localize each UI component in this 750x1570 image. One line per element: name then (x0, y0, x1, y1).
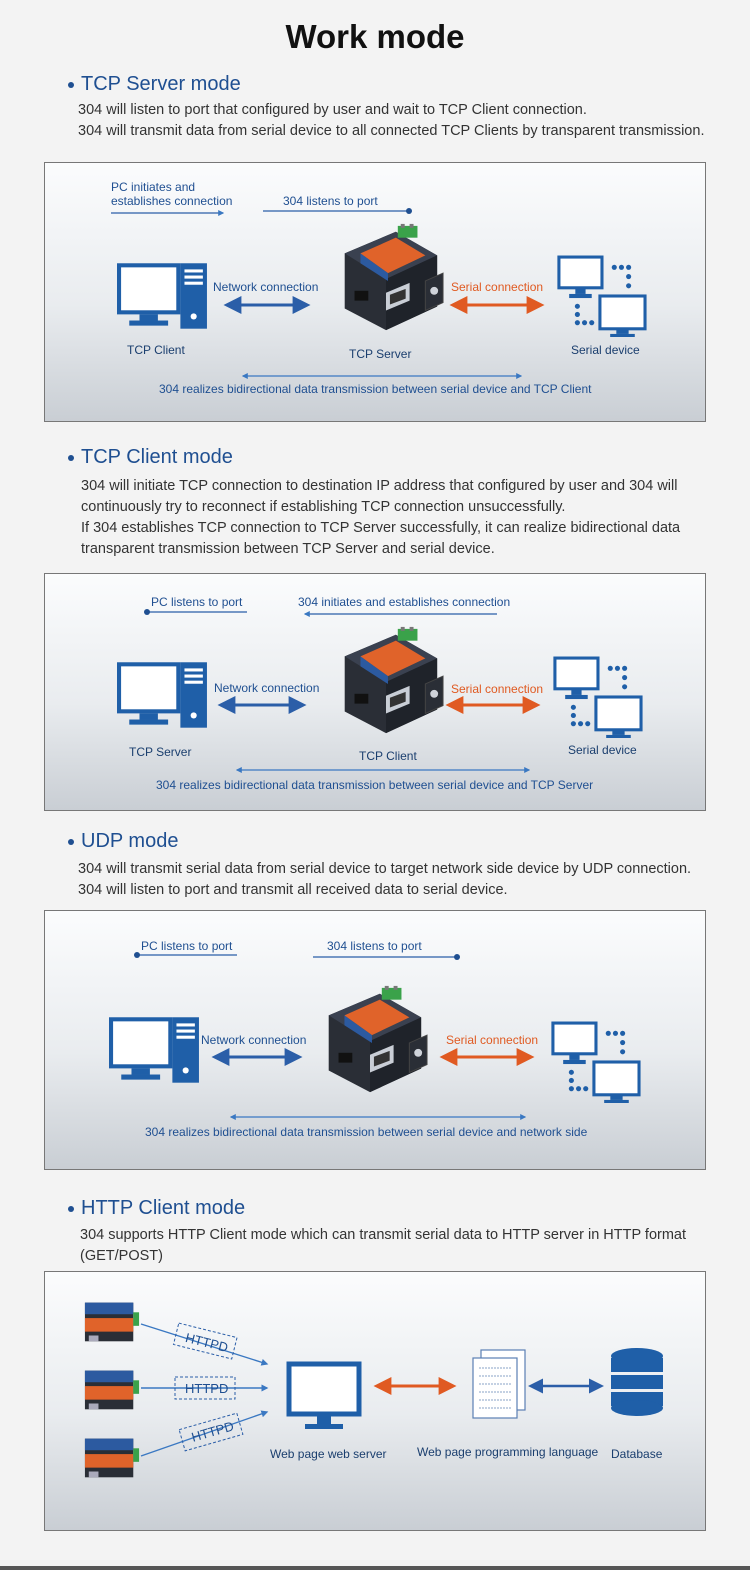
tcp-server-diagram: PC initiates and establishes connection … (44, 162, 706, 422)
tcp-server-heading: TCP Server mode (68, 73, 241, 96)
left-device-label: TCP Server (129, 745, 192, 759)
tcp-server-description: 304 will listen to port that configured … (78, 102, 705, 139)
bullet-icon (68, 838, 74, 845)
converter-device-icon (84, 1438, 140, 1478)
converter-device-icon (344, 626, 444, 734)
page-title: Work mode (285, 18, 465, 55)
converter-device-icon (328, 985, 428, 1093)
http-description: 304 supports HTTP Client mode which can … (80, 1227, 687, 1264)
document-icon (472, 1349, 526, 1419)
bullet-icon (68, 454, 74, 461)
bottom-divider (0, 1566, 750, 1570)
udp-description: 304 will transmit serial data from seria… (78, 861, 692, 898)
serial-device-icon (553, 656, 643, 738)
serial-connection-label: Serial connection (446, 1033, 539, 1047)
programming-label: Web page programming language (417, 1445, 599, 1459)
monitor-icon (286, 1361, 362, 1429)
database-icon (611, 1348, 663, 1416)
serial-connection-label: Serial connection (451, 280, 544, 294)
network-connection-label: Network connection (201, 1033, 307, 1047)
left-device-label: TCP Client (127, 343, 185, 357)
center-device-label: TCP Client (359, 749, 417, 763)
udp-diagram: PC listens to port 304 listens to port N… (44, 910, 706, 1170)
pc-initiates-label: PC initiates and (111, 180, 196, 194)
network-connection-label: Network connection (214, 681, 320, 695)
bullet-icon (68, 1205, 74, 1212)
bullet-icon (68, 81, 74, 88)
tcp-client-heading: TCP Client mode (68, 446, 233, 469)
converter-device-icon (84, 1302, 140, 1342)
initiates-label: 304 initiates and establishes connection (298, 595, 511, 609)
serial-device-icon (551, 1021, 641, 1103)
pc-listens-label: PC listens to port (141, 939, 233, 953)
converter-device-icon (84, 1370, 140, 1410)
httpd-label: HTTPD (185, 1381, 229, 1396)
right-device-label: Serial device (571, 343, 640, 357)
serial-connection-label: Serial connection (451, 682, 544, 696)
http-heading: HTTP Client mode (68, 1197, 245, 1220)
network-connection-label: Network connection (213, 280, 319, 294)
tcp-client-diagram: PC listens to port 304 initiates and est… (44, 573, 706, 811)
right-device-label: Serial device (568, 743, 637, 757)
pc-listens-label: PC listens to port (151, 595, 243, 609)
pc-initiates-label-2: establishes connection (111, 194, 233, 208)
web-server-label: Web page web server (270, 1447, 387, 1461)
udp-heading: UDP mode (68, 830, 178, 853)
pc-icon (111, 1017, 199, 1082)
listens-label: 304 listens to port (327, 939, 422, 953)
bottom-caption: 304 realizes bidirectional data transmis… (156, 778, 594, 792)
listens-label: 304 listens to port (283, 194, 378, 208)
bottom-caption: 304 realizes bidirectional data transmis… (145, 1125, 588, 1139)
bottom-caption: 304 realizes bidirectional data transmis… (159, 382, 592, 396)
database-label: Database (611, 1447, 663, 1461)
center-device-label: TCP Server (349, 347, 412, 361)
converter-device-icon (344, 223, 444, 331)
pc-icon (119, 662, 207, 727)
pc-icon (119, 263, 207, 328)
http-diagram: HTTPD HTTPD HTTPD Web page web server We… (44, 1271, 706, 1531)
serial-device-icon (557, 255, 647, 337)
tcp-client-description: 304 will initiate TCP connection to dest… (81, 478, 681, 557)
